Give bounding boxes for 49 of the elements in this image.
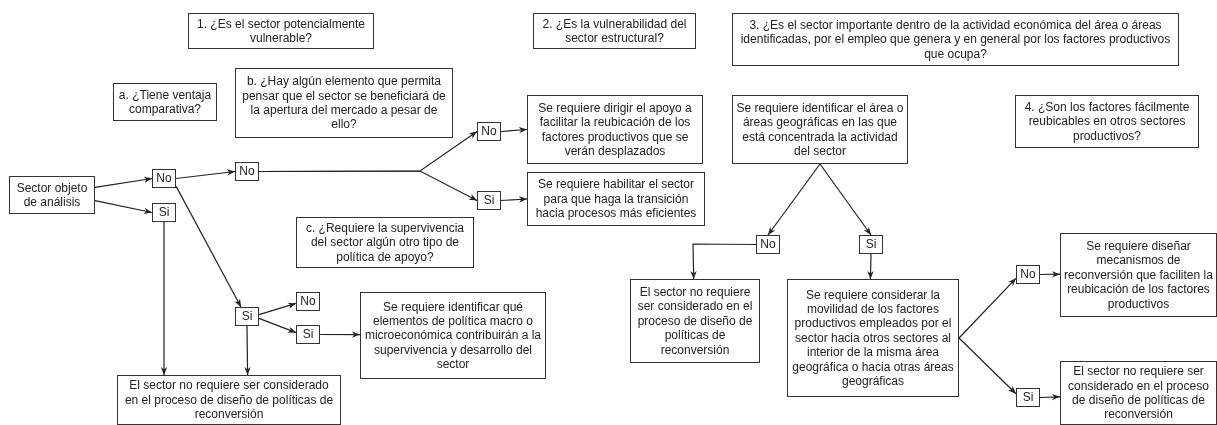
arrow: [94, 200, 153, 214]
answer-box: Si: [859, 235, 883, 254]
answer-box: No: [152, 169, 176, 188]
arrow: [160, 221, 168, 376]
answer-box: No: [235, 162, 259, 181]
question-box: c. ¿Requiere la supervivencia del sector algún otro tipo de política de apoyo?: [296, 217, 474, 268]
result-box: Se requiere habilitar el sector para que haga la transición hacia procesos más eficientes: [527, 172, 705, 226]
answer-box: Si: [477, 191, 501, 210]
arrow: [258, 170, 478, 202]
question-box: a. ¿Tiene ventaja comparativa?: [113, 83, 217, 121]
answer-box: Si: [152, 203, 176, 222]
arrow: [500, 196, 528, 203]
result-box: El sector no requiere ser considerado en el proceso de diseño de políticas de reconversión: [630, 279, 760, 363]
arrow: [244, 325, 251, 376]
arrow: [819, 163, 872, 236]
arrow: [1039, 271, 1061, 278]
result-box: Se requiere diseñar mecanismos de reconversión que faciliten la reubicación de los factores productivos: [1060, 233, 1217, 317]
arrow: [258, 302, 297, 316]
question-box: 4. ¿Son los factores fácilmente reubicables en otros sectores productivos?: [1015, 95, 1199, 148]
result-box: El sector no requiere ser considerado en el proceso de diseño de políticas de reconversión: [1060, 361, 1217, 425]
arrow: [175, 185, 242, 308]
question-box: 2. ¿Es la vulnerabilidad del sector estructural?: [533, 13, 696, 49]
process-box: Se requiere identificar el área o áreas geográficas en las que está concentrada la actividad del sector: [732, 95, 908, 164]
arrow: [175, 169, 236, 180]
arrow: [958, 337, 1017, 395]
arrow: [958, 277, 1017, 339]
answer-box: No: [296, 292, 320, 311]
arrow: [319, 331, 361, 338]
result-box: Se requiere dirigir el apoyo a facilitar la reubicación de los factores productivos que se verán desplazados: [527, 95, 703, 164]
answer-box: No: [477, 122, 501, 141]
arrow: [1039, 393, 1061, 401]
question-box: 1. ¿Es el sector potencialmente vulnerable?: [188, 13, 374, 49]
answer-box: No: [756, 235, 780, 254]
answer-box: No: [1016, 265, 1040, 284]
process-box: Se requiere considerar la movilidad de los factores productivos empleados por el sector hacia otros sectores al interior de la misma área geográfica o hacia otras áreas geográficas: [787, 279, 959, 397]
result-box: Se requiere identificar qué elementos de política macro o microeconómica contribuirán a la supervivencia y desarrollo del sector: [360, 292, 546, 379]
arrow: [867, 253, 874, 280]
start-box: Sector objeto de análisis: [9, 176, 95, 214]
arrow: [94, 176, 153, 188]
answer-box: Si: [296, 325, 320, 344]
result-box: El sector no requiere ser considerado en el proceso de diseño de políticas de reconversión: [117, 375, 341, 425]
answer-box: Si: [1016, 388, 1040, 407]
question-box: b. ¿Hay algún elemento que permita pensar que el sector se beneficiará de la apertura del mercado a pesar de ello?: [235, 68, 453, 138]
arrow: [690, 243, 757, 280]
arrow: [767, 163, 821, 236]
answer-box: Si: [235, 307, 259, 326]
arrow: [500, 126, 528, 134]
arrow: [258, 317, 297, 334]
question-box: 3. ¿Es el sector importante dentro de la actividad económica del área o áreas identificadas, por el empleo que genera y en general por los factores productivos que ocupa?: [732, 13, 1179, 66]
